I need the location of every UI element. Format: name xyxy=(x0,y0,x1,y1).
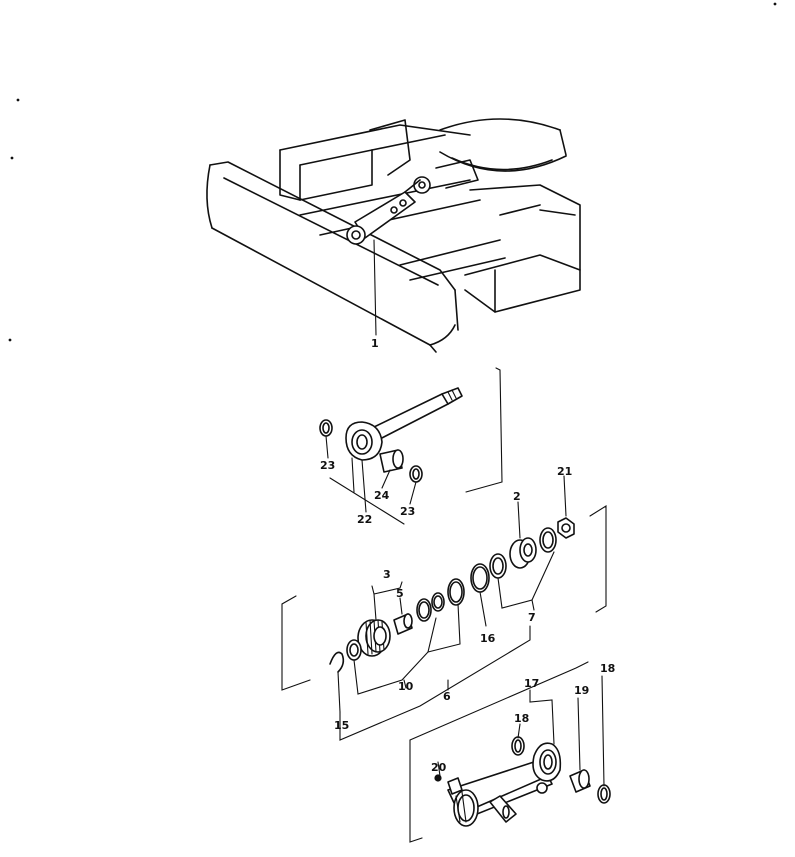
callout-19: 19 xyxy=(574,684,589,697)
callout-1: 1 xyxy=(371,337,379,350)
callout-6: 6 xyxy=(443,690,451,703)
callout-7: 7 xyxy=(528,611,536,624)
machine-overview: 1 xyxy=(206,118,581,353)
callout-18b: 18 xyxy=(600,662,615,675)
callout-23b: 23 xyxy=(400,505,415,518)
callout-23a: 23 xyxy=(320,459,335,472)
rod-assembly: 23 24 23 22 xyxy=(319,367,503,526)
callout-22: 22 xyxy=(357,513,372,526)
piston-gland-group: 21 2 7 16 5 xyxy=(281,465,607,741)
callout-16: 16 xyxy=(480,632,496,645)
callout-24: 24 xyxy=(374,489,390,502)
callout-3: 3 xyxy=(383,568,391,581)
callout-20: 20 xyxy=(431,761,447,774)
callout-17: 17 xyxy=(524,677,539,690)
callout-10: 10 xyxy=(398,680,414,693)
callout-18a: 18 xyxy=(514,712,529,725)
callout-21: 21 xyxy=(557,465,572,478)
callout-5: 5 xyxy=(396,587,404,600)
scan-specks xyxy=(8,2,777,342)
callout-15: 15 xyxy=(334,719,349,732)
callout-2: 2 xyxy=(513,490,521,503)
cylinder-tube-group: 20 19 18 18 17 xyxy=(409,661,615,843)
